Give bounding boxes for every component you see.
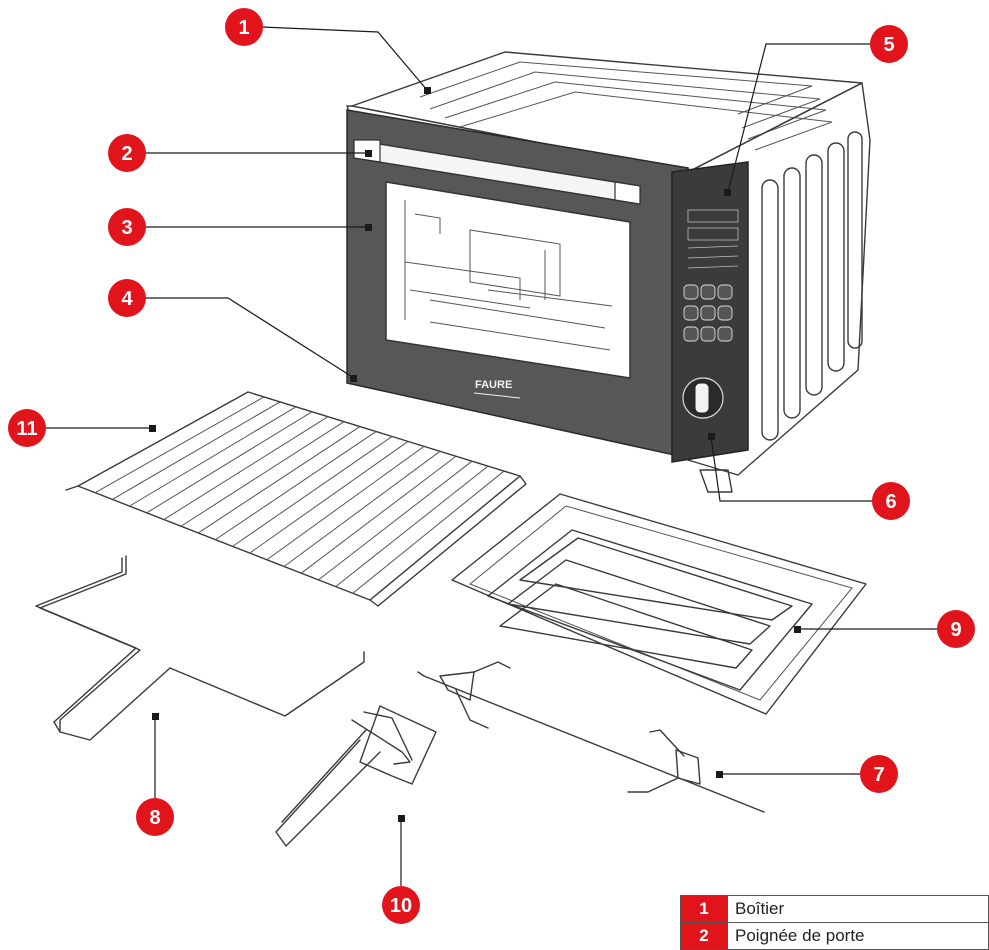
callout-9: 9 xyxy=(937,610,975,648)
legend-label: Boîtier xyxy=(727,895,989,923)
rack-bar xyxy=(94,396,265,494)
svg-text:9: 9 xyxy=(950,619,961,641)
rack-bar xyxy=(318,460,473,581)
svg-text:4: 4 xyxy=(121,288,133,310)
leader-dots xyxy=(149,87,801,822)
callout-7: 7 xyxy=(860,755,898,793)
legend-label: Poignée de porte xyxy=(727,922,989,950)
drip-tray xyxy=(451,493,867,715)
svg-text:7: 7 xyxy=(873,764,884,786)
legend-row: 1 Boîtier xyxy=(680,895,989,923)
callout-8: 8 xyxy=(136,798,174,836)
rotisserie-handle xyxy=(275,705,437,847)
brand-logo: FAURE xyxy=(475,379,512,391)
rack-bar xyxy=(249,441,409,554)
rack-bar xyxy=(300,455,457,574)
wire-rack xyxy=(65,391,527,607)
rotisserie-spit xyxy=(417,661,765,813)
control-knob xyxy=(682,377,724,419)
legend-number: 1 xyxy=(680,895,728,923)
control-buttons xyxy=(683,284,733,342)
callout-1: 1 xyxy=(225,8,263,46)
display-screen xyxy=(687,209,739,269)
rack-bar xyxy=(180,421,345,527)
rack-bar xyxy=(163,416,329,520)
svg-text:3: 3 xyxy=(121,217,132,239)
leader-lines xyxy=(45,26,937,886)
side-vents xyxy=(761,131,863,441)
svg-text:6: 6 xyxy=(885,491,896,513)
svg-text:10: 10 xyxy=(390,895,412,917)
legend-number: 2 xyxy=(680,922,728,950)
rack-bar xyxy=(352,470,505,594)
callout-2: 2 xyxy=(108,134,146,172)
legend-row: 2 Poignée de porte xyxy=(680,922,989,950)
callout-11: 11 xyxy=(8,409,46,447)
rack-bar xyxy=(335,465,489,587)
callout-6: 6 xyxy=(872,482,910,520)
rack-bar xyxy=(146,411,313,514)
callout-10: 10 xyxy=(382,886,420,924)
rack-bar xyxy=(197,426,361,534)
rack-bar xyxy=(283,450,441,567)
parts-legend: 1 Boîtier 2 Poignée de porte xyxy=(680,895,989,950)
callout-3: 3 xyxy=(108,208,146,246)
control-panel xyxy=(671,161,749,463)
rack-bar xyxy=(215,431,377,541)
svg-text:5: 5 xyxy=(883,34,894,56)
svg-text:2: 2 xyxy=(121,143,132,165)
svg-text:8: 8 xyxy=(149,807,160,829)
svg-text:11: 11 xyxy=(16,418,37,440)
rack-bar xyxy=(266,445,425,561)
rack-bar xyxy=(232,436,393,547)
rack-bar xyxy=(112,401,281,500)
rack-bar xyxy=(129,406,297,507)
svg-text:1: 1 xyxy=(238,17,249,39)
callout-4: 4 xyxy=(108,279,146,317)
callout-5: 5 xyxy=(870,25,908,63)
tray-handle xyxy=(35,555,365,741)
